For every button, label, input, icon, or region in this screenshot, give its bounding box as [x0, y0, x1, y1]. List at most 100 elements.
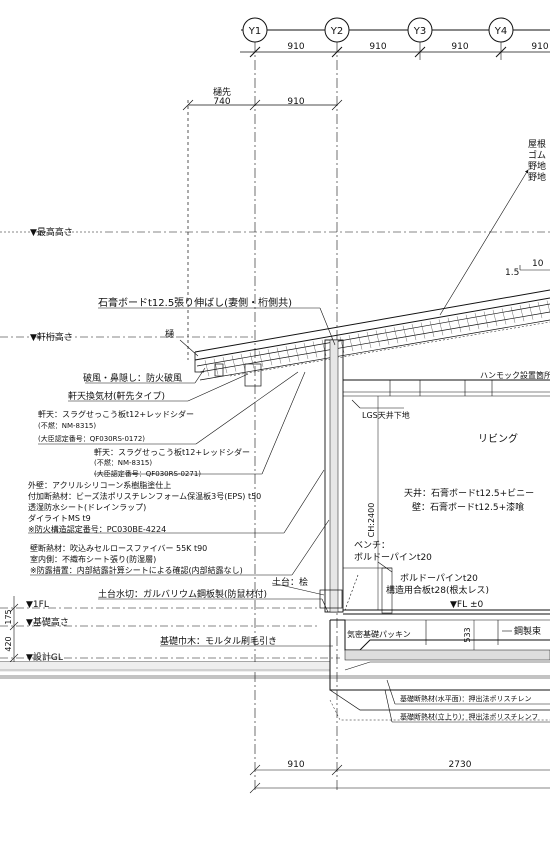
roof-hatch-tick: [240, 353, 246, 371]
roof-hatch-tick: [294, 344, 300, 361]
note-wall-insul-1: 壁断熱材：吹込みセルロースファイバー 55K t90: [30, 543, 207, 553]
roof-hatch-tick: [465, 314, 471, 331]
level-1fl: ▼1FL: [26, 600, 49, 610]
axis-label-y4: Y4: [494, 26, 507, 37]
dim-533: 533: [463, 627, 472, 642]
axis-label-y2: Y2: [330, 26, 343, 37]
dim-420: 420: [4, 636, 13, 651]
roof-hatch-tick: [528, 303, 534, 320]
note-soffit1-line1: 軒天：スラグせっこう板t12+レッドシダー: [38, 409, 194, 419]
note-bench-1: ベンチ：: [354, 540, 390, 551]
level-gl: ▼設計GL: [26, 651, 63, 663]
roof-spec-line-2: ゴム: [528, 149, 546, 161]
note-outer-wall-3: 透湿防水シート(ドレインラップ): [28, 502, 146, 512]
roof-hatch-tick: [222, 357, 228, 374]
roof-hatch-tick: [249, 352, 255, 369]
roof-hatch-tick: [456, 316, 462, 333]
note-soffit1-line3: (大臣認定番号：QF030RS-0172): [38, 434, 145, 443]
note-soffit2-line3: (大臣認定番号：QF030RS-0271): [94, 469, 201, 478]
dim-ch: CH:2400: [367, 503, 376, 538]
ground-hatch: [0, 661, 330, 672]
note-lgs: LGS天井下地: [362, 410, 410, 420]
roof-hatch-tick: [393, 327, 399, 344]
roof-spec-line-1: 屋根: [528, 138, 546, 150]
eave-label: 樋先: [213, 86, 231, 98]
note-found-insul-h: 基礎断熱材(水平面)：押出法ポリスチレン: [400, 694, 531, 703]
note-ceiling: 天井：石膏ボードt12.5+ビニー: [404, 487, 534, 499]
roof-hatch-tick: [483, 311, 489, 328]
roof-hatch-tick: [303, 342, 309, 360]
roof-hatch-tick: [348, 335, 354, 352]
dim-175: 175: [4, 609, 13, 624]
slope-rise: 1.5: [505, 268, 519, 278]
axis-label-y1: Y1: [248, 26, 261, 37]
span-dim-4: 910: [531, 42, 548, 52]
roof-hatch-tick: [447, 317, 453, 334]
roof-hatch-tick: [492, 309, 498, 327]
note-sill: 土台：桧: [272, 576, 308, 588]
level-foundation: ▼基礎高さ: [26, 616, 69, 628]
grid-axes: [240, 17, 550, 790]
note-wall-insul-3: ※防露措置：内部結露計算シートによる確認(内部結露なし): [30, 565, 243, 575]
bottom-dim-lines: [249, 764, 550, 794]
span-dim-2: 910: [369, 42, 386, 52]
roof-hatch-tick: [411, 324, 417, 341]
note-soffit2-line1: 軒天：スラグせっこう板t12+レッドシダー: [94, 447, 250, 457]
level-eave-height: ▼軒桁高さ: [30, 331, 73, 343]
roof-spec-line-4: 野地: [528, 171, 546, 183]
roof-hatch-tick: [438, 319, 444, 336]
roof-spec-line-3: 野地: [528, 160, 546, 172]
note-soffit1-line2: (不燃：NM-8315): [38, 421, 96, 430]
roof-hatch-tick: [537, 302, 543, 319]
note-found-insul-v: 基礎断熱材(立上り)：押出法ポリスチレンフ: [400, 712, 538, 721]
roof-hatch-tick: [375, 330, 381, 347]
note-airtight: 気密基礎パッキン: [347, 629, 411, 639]
slope-run: 10: [532, 259, 544, 269]
note-hammock: ハンモック設置箇所: [480, 370, 550, 380]
roof-hatch-tick: [519, 305, 525, 322]
note-gutter: 樋: [165, 328, 174, 340]
roof-hatch-tick: [312, 341, 318, 358]
axis-label-y3: Y3: [413, 26, 426, 37]
roof-structure: [194, 289, 550, 381]
ch-dim-line: [377, 396, 475, 650]
span-dim-3: 910: [451, 42, 468, 52]
roof-hatch-tick: [510, 306, 516, 323]
eave-dim-740: 740: [213, 97, 230, 107]
note-floor-1: ボルドーパインt20: [400, 573, 478, 584]
roof-hatch-tick: [402, 325, 408, 342]
roof-hatch-tick: [213, 358, 219, 375]
roof-hatch-tick: [267, 349, 273, 366]
roof-hatch-tick: [420, 322, 426, 339]
level-lines: [0, 231, 550, 679]
level-fl-zero: ▼FL ±0: [450, 600, 484, 610]
roof-hatch-tick: [276, 347, 282, 364]
room-label: リビング: [478, 432, 518, 445]
note-outer-wall-1: 外壁：アクリルシリコーン系樹脂塗仕上: [28, 480, 171, 490]
roof-hatch-tick: [231, 355, 237, 372]
slope-mark: [519, 265, 550, 271]
note-wall-insul-2: 室内側：不織布シート張り(防湿層): [30, 554, 156, 564]
note-outer-wall-2: 付加断熱材：ビーズ法ポリスチレンフォーム保温板3号(EPS) t50: [28, 491, 261, 501]
note-gypsum-extend: 石膏ボードt12.5張り伸ばし(妻側・桁側共): [98, 296, 292, 309]
roof-hatch-tick: [384, 328, 390, 345]
note-fascia: 破風・鼻隠し：防火破風: [83, 372, 182, 384]
eave-dim-lines: [182, 99, 343, 360]
span-dim-1: 910: [287, 42, 304, 52]
note-bench-2: ボルドーパインt20: [354, 552, 432, 563]
roof-callout: [439, 169, 529, 316]
bottom-dim-2730: 2730: [449, 760, 472, 770]
note-soffit-vent: 軒天換気材(軒先タイプ): [68, 390, 165, 402]
roof-hatch-tick: [546, 300, 550, 314]
level-max-height: ▼最高高さ: [30, 226, 73, 238]
roof-hatch-tick: [204, 360, 210, 377]
note-outer-wall-5: ※防火構造認定番号：PC030BE-4224: [28, 524, 166, 534]
roof-hatch: [204, 300, 550, 377]
roof-hatch-tick: [501, 308, 507, 325]
wall-frame: [214, 339, 550, 645]
eave-dim-910: 910: [287, 97, 304, 107]
roof-hatch-tick: [258, 350, 264, 367]
note-floor-2: 構造用合板t28(根太レス): [386, 584, 489, 596]
